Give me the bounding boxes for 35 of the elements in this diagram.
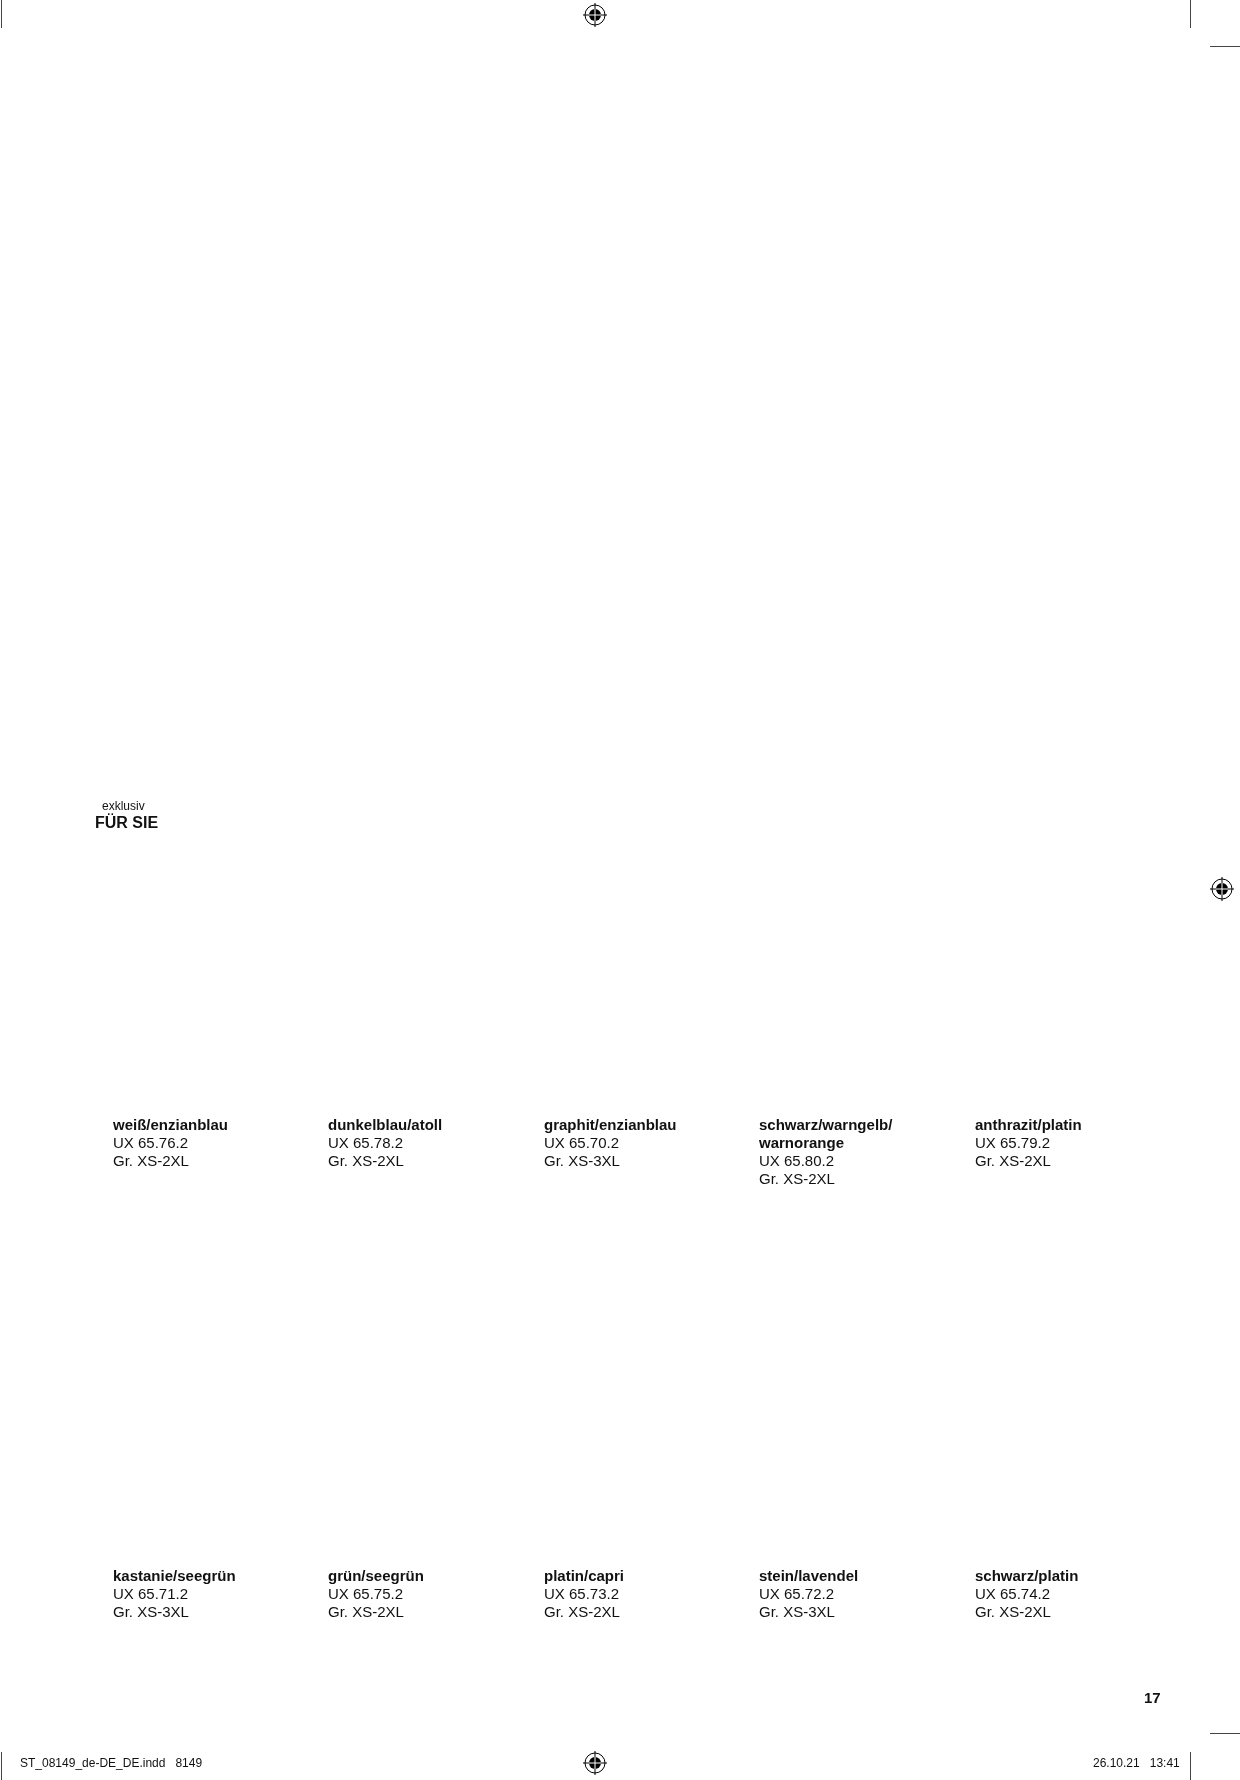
product-name: stein/lavendel: [759, 1567, 860, 1585]
section-heading: FÜR SIE: [95, 814, 159, 832]
product-name: weiß/enzianblau: [113, 1116, 230, 1134]
size-range: Gr. XS-2XL: [759, 1170, 835, 1188]
article-number: UX 65.72.2: [759, 1585, 835, 1603]
article-number: UX 65.80.2: [759, 1152, 835, 1170]
product-name: schwarz/platin: [975, 1567, 1080, 1585]
article-number: UX 65.71.2: [113, 1585, 189, 1603]
article-number: UX 65.76.2: [113, 1134, 189, 1152]
overline-text: exklusiv: [102, 798, 145, 813]
article-number: UX 65.79.2: [975, 1134, 1051, 1152]
size-range: Gr. XS-2XL: [975, 1603, 1051, 1621]
size-range: Gr. XS-2XL: [328, 1603, 404, 1621]
print-slug: 26.10.21 13:41: [1093, 1755, 1180, 1772]
size-range: Gr. XS-2XL: [544, 1603, 620, 1621]
product-name: kastanie/seegrün: [113, 1567, 237, 1585]
product-name: anthrazit/platin: [975, 1116, 1083, 1134]
product-name: dunkelblau/atoll: [328, 1116, 444, 1134]
article-number: UX 65.73.2: [544, 1585, 620, 1603]
product-name: platin/capri: [544, 1567, 626, 1585]
size-range: Gr. XS-2XL: [328, 1152, 404, 1170]
product-name: graphit/enzianblau: [544, 1116, 678, 1134]
article-number: UX 65.70.2: [544, 1134, 620, 1152]
size-range: Gr. XS-3XL: [113, 1603, 189, 1621]
product-name: grün/seegrün: [328, 1567, 425, 1585]
size-range: Gr. XS-3XL: [544, 1152, 620, 1170]
article-number: UX 65.74.2: [975, 1585, 1051, 1603]
size-range: Gr. XS-2XL: [975, 1152, 1051, 1170]
size-range: Gr. XS-3XL: [759, 1603, 835, 1621]
size-range: Gr. XS-2XL: [113, 1152, 189, 1170]
article-number: UX 65.78.2: [328, 1134, 404, 1152]
page-number: 17: [1144, 1689, 1161, 1707]
article-number: UX 65.75.2: [328, 1585, 404, 1603]
product-name: schwarz/warngelb/ warnorange: [759, 1116, 894, 1152]
print-slug: ST_08149_de-DE_DE.indd 8149: [20, 1755, 203, 1772]
